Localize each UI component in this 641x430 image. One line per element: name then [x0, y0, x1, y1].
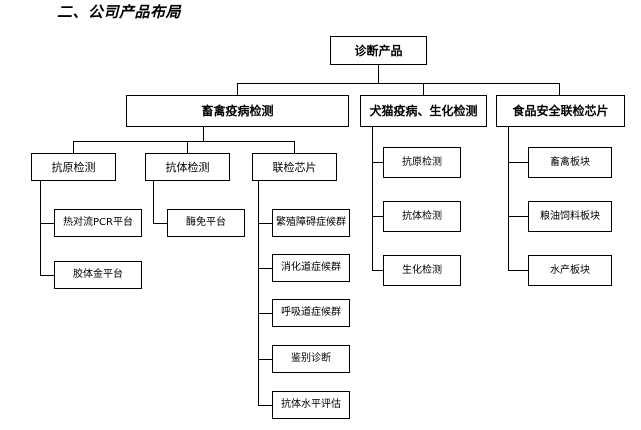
node-enzyme-immunoassay-platform: 酶免平台: [167, 209, 245, 237]
node-pet-disease-biochem-testing: 犬猫疫病、生化检测: [360, 95, 487, 127]
node-colloidal-gold-platform: 胶体金平台: [54, 261, 142, 289]
connector-level3-bus: [73, 141, 295, 142]
connector-food-stub-2: [508, 216, 528, 217]
connector-chip-stub-2: [258, 268, 272, 269]
connector-level2-drop-2: [423, 83, 424, 95]
node-pet-biochemical-testing: 生化检测: [383, 255, 461, 286]
node-pet-antigen-testing: 抗原检测: [383, 147, 461, 178]
node-food-safety-chip: 食品安全联检芯片: [496, 95, 625, 127]
connector-petcare-spine: [372, 127, 373, 271]
connector-level2-drop-1: [237, 83, 238, 95]
node-antigen-testing: 抗原检测: [31, 153, 116, 181]
node-livestock-poultry-segment: 畜禽板块: [528, 147, 612, 178]
node-reproductive-disorder-syndrome: 繁殖障碍症候群: [272, 209, 350, 237]
connector-antibody-stub-1: [153, 223, 167, 224]
connector-antigen-stub-1: [40, 223, 54, 224]
node-aquaculture-segment: 水产板块: [528, 255, 612, 286]
connector-food-stub-3: [508, 270, 528, 271]
node-convective-pcr-platform: 热对流PCR平台: [54, 209, 142, 237]
connector-level3-drop-3: [294, 141, 295, 153]
connector-antigen-spine: [40, 181, 41, 276]
connector-chip-stub-1: [258, 223, 272, 224]
connector-chip-spine: [258, 181, 259, 405]
node-root-diagnostic-products: 诊断产品: [330, 36, 427, 65]
node-pet-antibody-testing: 抗体检测: [383, 201, 461, 232]
page-title: 二、公司产品布局: [57, 3, 182, 21]
connector-root-stem: [378, 65, 379, 83]
connector-petcare-stub-3: [372, 270, 383, 271]
connector-petcare-stub-2: [372, 216, 383, 217]
node-differential-diagnosis: 鉴别诊断: [272, 345, 350, 373]
node-respiratory-tract-syndrome: 呼吸道症候群: [272, 299, 350, 327]
connector-level3-drop-2: [187, 141, 188, 153]
node-combined-test-chip: 联检芯片: [252, 153, 337, 181]
node-antibody-level-assessment: 抗体水平评估: [272, 391, 350, 419]
connector-chip-stub-3: [258, 313, 272, 314]
connector-level3-drop-1: [73, 141, 74, 153]
node-antibody-testing: 抗体检测: [145, 153, 230, 181]
connector-chip-stub-4: [258, 359, 272, 360]
connector-level2-bus: [237, 83, 559, 84]
connector-level2-drop-3: [559, 83, 560, 95]
connector-petcare-stub-1: [372, 162, 383, 163]
node-digestive-tract-syndrome: 消化道症候群: [272, 254, 350, 282]
connector-food-spine: [508, 127, 509, 271]
node-livestock-disease-testing: 畜禽疫病检测: [126, 95, 349, 127]
connector-antibody-spine: [153, 181, 154, 223]
connector-antigen-stub-2: [40, 275, 54, 276]
node-grain-oil-feed-segment: 粮油饲料板块: [528, 201, 612, 232]
connector-livestock-stem: [203, 127, 204, 141]
connector-food-stub-1: [508, 162, 528, 163]
connector-chip-stub-5: [258, 405, 272, 406]
